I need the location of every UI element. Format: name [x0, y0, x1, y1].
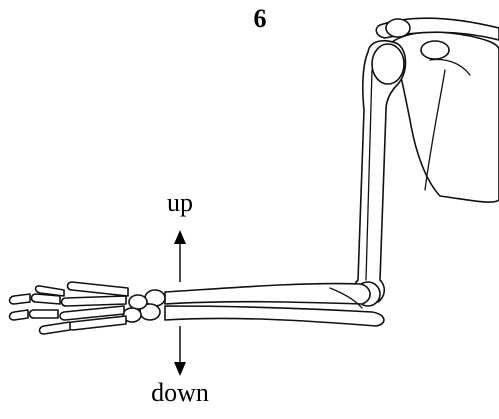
up-arrow — [174, 230, 186, 282]
scapula — [392, 32, 499, 202]
carpals — [123, 290, 165, 322]
down-arrow — [174, 326, 186, 376]
humerus — [352, 41, 405, 306]
figure-number: 6 — [248, 4, 272, 34]
down-label: down — [148, 378, 212, 408]
hand-bones — [10, 282, 129, 334]
forearm-bones — [165, 284, 384, 326]
up-label: up — [160, 188, 200, 218]
